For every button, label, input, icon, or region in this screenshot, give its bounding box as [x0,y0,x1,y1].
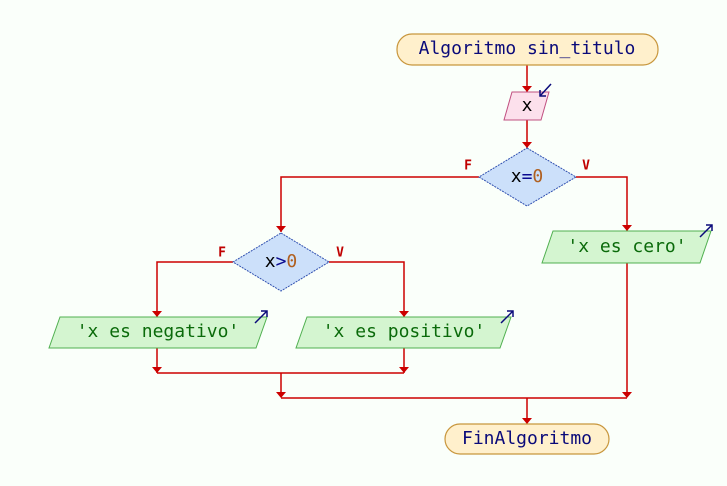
end-terminal-label: FinAlgoritmo [461,428,593,449]
end-terminal-shape [444,423,610,455]
condition-operator: = [521,166,533,187]
decision-x-equals-0-label: x=0 [511,167,544,187]
decision2-true-label: V [336,245,344,261]
decision2-false-label: F [218,245,226,261]
output-positive-label: 'x es positivo' [322,321,486,342]
output-zero-shape [541,230,712,264]
output-arrow-icon [699,224,713,238]
input-label: x [521,95,533,116]
arrowheads [152,86,632,424]
output-arrow-icon [254,310,268,324]
output-positive-shape [295,316,512,349]
start-terminal-shape [396,33,659,66]
output-arrow-icon [500,310,514,324]
output-zero-label: 'x es cero' [567,236,687,257]
input-shape [503,91,550,121]
decision1-false-label: F [464,158,472,174]
condition-variable: x [264,251,276,272]
input-arrow-icon [539,83,552,97]
decision-x-equals-0-shape [478,147,577,207]
condition-variable: x [510,166,522,187]
output-negative-label: 'x es negativo' [76,321,240,342]
condition-operator: > [275,251,287,272]
start-terminal-label: Algoritmo sin_titulo [418,38,636,59]
connector-lines [156,65,628,424]
output-negative-shape [48,316,268,349]
condition-value: 0 [532,166,544,187]
decision1-true-label: V [582,158,590,174]
decision-x-greater-0-label: x>0 [265,252,298,272]
condition-value: 0 [286,251,298,272]
decision-x-greater-0-shape [232,232,330,292]
